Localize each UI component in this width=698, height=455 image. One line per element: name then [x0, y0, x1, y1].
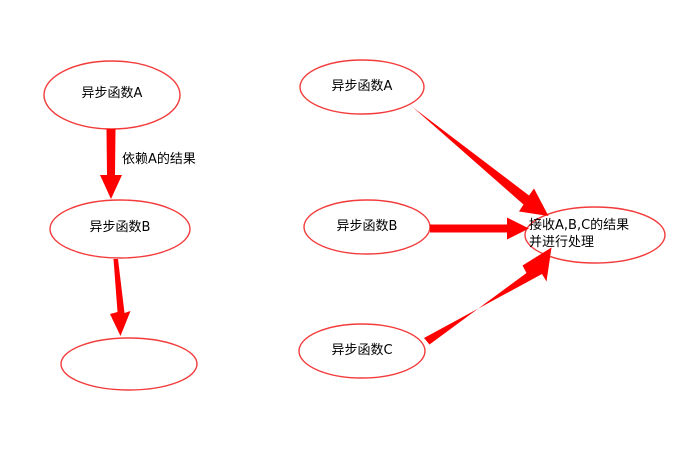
right-node-a-ellipse[interactable]: [299, 59, 425, 115]
left-node-a-ellipse[interactable]: [43, 60, 181, 130]
left-node-empty-ellipse[interactable]: [60, 337, 198, 391]
left-node-b-ellipse[interactable]: [49, 199, 191, 259]
left-flow-group: [43, 60, 198, 391]
left-edge-b-empty-arrow[interactable]: [110, 259, 131, 336]
right-edge-c-target-arrow[interactable]: [424, 247, 552, 345]
right-node-b-ellipse[interactable]: [303, 199, 431, 255]
right-edge-a-target-arrow[interactable]: [408, 103, 549, 216]
right-node-target-ellipse[interactable]: [524, 206, 666, 264]
left-edge-a-b-arrow[interactable]: [100, 129, 122, 199]
right-flow-group: [298, 59, 666, 379]
right-node-c-ellipse[interactable]: [298, 323, 426, 379]
right-edge-b-target-arrow[interactable]: [430, 217, 529, 240]
